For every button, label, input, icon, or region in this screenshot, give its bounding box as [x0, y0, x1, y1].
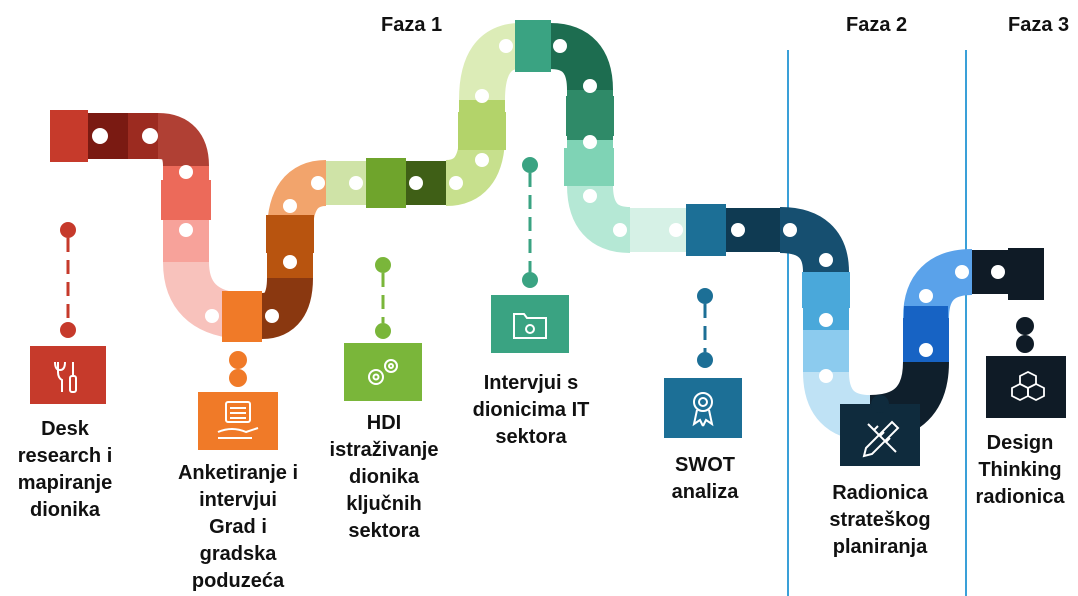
step-3-icon-box	[344, 343, 422, 401]
puzzle-knob	[179, 223, 193, 237]
puzzle-piece	[1008, 248, 1044, 300]
puzzle-knob	[783, 223, 797, 237]
puzzle-knob	[819, 313, 833, 327]
puzzle-knob	[731, 223, 745, 237]
puzzle-knob	[283, 255, 297, 269]
puzzle-knob	[449, 176, 463, 190]
puzzle-knob	[409, 176, 423, 190]
puzzle-knob	[283, 199, 297, 213]
puzzle-knobs	[92, 39, 1005, 383]
puzzle-piece	[802, 272, 850, 308]
connector-1	[60, 222, 76, 338]
puzzle-knob	[919, 289, 933, 303]
puzzle-knob	[613, 223, 627, 237]
connector-2	[229, 351, 247, 387]
pencil-ruler-icon	[862, 420, 900, 458]
puzzle-knob	[955, 265, 969, 279]
step-7-icon-box	[986, 356, 1066, 418]
step-label-5: SWOT analiza	[671, 454, 739, 503]
gears-icon	[368, 359, 398, 385]
cubes-icon	[1011, 370, 1045, 402]
puzzle-piece	[686, 204, 726, 256]
puzzle-knob	[583, 79, 597, 93]
step-2-icon-box	[198, 392, 278, 450]
tools-icon	[54, 361, 77, 393]
puzzle-knob	[142, 128, 158, 144]
step-label-1: Desk research i mapiranje dionika	[17, 418, 113, 521]
step-label-7: Design Thinking radionica	[975, 432, 1065, 508]
puzzle-knob	[265, 309, 279, 323]
phase-label-1: Faza 1	[381, 14, 443, 36]
step-6-icon-box	[840, 395, 920, 466]
puzzle-knob	[499, 39, 513, 53]
puzzle-piece	[564, 148, 614, 186]
puzzle-piece	[366, 158, 406, 208]
puzzle-piece	[566, 96, 614, 136]
puzzle-knob	[179, 165, 193, 179]
puzzle-piece	[50, 110, 88, 162]
step-label-4: Intervjui s dionicima IT sektora	[472, 372, 590, 448]
connector-3	[375, 257, 391, 339]
step-label-3: HDI istraživanje dionika ključnih sektor…	[329, 412, 439, 542]
puzzle-knob	[819, 253, 833, 267]
step-label-2: Anketiranje i intervjui Grad i gradska p…	[177, 462, 299, 592]
connector-5	[697, 288, 713, 368]
puzzle-knob	[553, 39, 567, 53]
connector-4	[522, 157, 538, 288]
puzzle-knob	[583, 189, 597, 203]
phase-label-2: Faza 2	[846, 14, 908, 36]
puzzle-knob	[311, 176, 325, 190]
award-icon	[692, 392, 714, 427]
puzzle-knob	[349, 176, 363, 190]
step-1-icon-box	[30, 346, 106, 404]
puzzle-knob	[991, 265, 1005, 279]
step-4-icon-box	[491, 295, 569, 353]
puzzle-piece	[266, 215, 314, 253]
puzzle-knob	[919, 343, 933, 357]
step-5-icon-box	[664, 378, 742, 438]
puzzle-piece	[161, 180, 211, 220]
folder-gear-icon	[513, 313, 547, 339]
puzzle-knob	[475, 153, 489, 167]
puzzle-piece	[458, 112, 506, 150]
puzzle-piece	[222, 292, 262, 342]
phase-label-3: Faza 3	[1008, 14, 1070, 36]
puzzle-knob	[92, 128, 108, 144]
puzzle-piece	[515, 20, 551, 72]
puzzle-knob	[819, 369, 833, 383]
survey-hand-icon	[217, 401, 259, 439]
puzzle-knob	[205, 309, 219, 323]
connector-7	[1016, 317, 1034, 353]
puzzle-knob	[669, 223, 683, 237]
puzzle-piece	[904, 306, 948, 342]
puzzle-pipe	[52, 21, 1014, 441]
step-label-6: Radionica strateškog planiranja	[829, 482, 931, 558]
puzzle-knob	[583, 135, 597, 149]
puzzle-knob	[475, 89, 489, 103]
puzzle-blocks	[50, 20, 1044, 342]
